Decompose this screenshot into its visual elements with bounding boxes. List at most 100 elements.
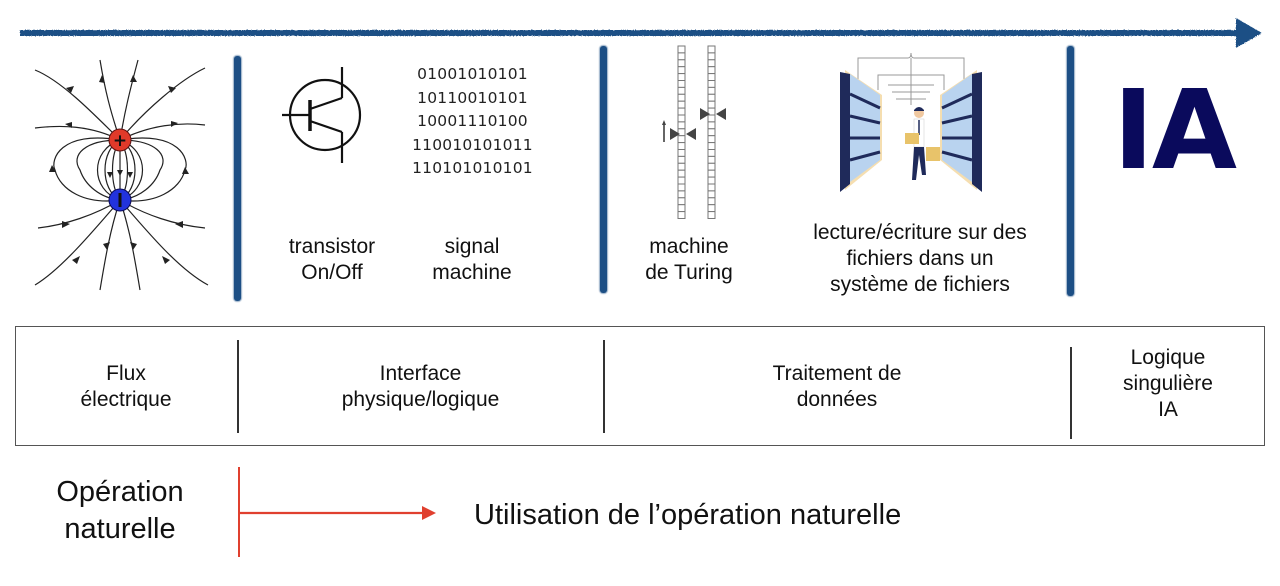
tape-cell <box>677 114 686 123</box>
cell-line: Interface <box>379 362 462 385</box>
timeline-arrow <box>20 18 1262 48</box>
tape-cell <box>707 121 716 130</box>
tape-cell <box>677 86 686 95</box>
binary-line: 110101010101 <box>412 159 533 177</box>
caption-turing: machine de Turing <box>624 234 754 286</box>
tape-cell <box>677 197 686 206</box>
transistor-symbol-icon <box>282 67 362 163</box>
tape-cell <box>677 121 686 130</box>
category-table <box>15 326 1265 446</box>
tape-cell <box>707 169 716 178</box>
usage-arrowhead <box>422 506 436 520</box>
table-divider <box>603 340 605 433</box>
tape-cell <box>677 149 686 157</box>
table-cell-traitement: Traitement de données <box>604 361 1070 413</box>
tape-cell <box>677 211 686 220</box>
tape-cell <box>707 45 716 54</box>
tape-cell <box>677 93 686 102</box>
tape-cell <box>707 59 716 68</box>
tape-cell <box>677 142 686 150</box>
cell-line: physique/logique <box>341 388 500 411</box>
tape-cell <box>707 155 716 164</box>
cell-line: Logique <box>1130 346 1206 369</box>
stage-separator <box>1067 46 1074 296</box>
tape-cell <box>707 162 716 171</box>
usage-label: Utilisation de l’opération naturelle <box>474 499 902 531</box>
caption-line: On/Off <box>301 261 363 284</box>
ia-logo: IA <box>1113 66 1237 194</box>
timeline-arrowhead <box>1236 18 1262 48</box>
binary-line: 110010101011 <box>412 135 533 154</box>
cell-line: données <box>796 388 878 411</box>
tape-cell <box>707 190 716 199</box>
caption-line: machine <box>649 235 729 258</box>
table-cell-interface: Interface physique/logique <box>238 361 603 413</box>
tape-cell <box>677 80 686 88</box>
tape-cell <box>707 149 716 157</box>
caption-signal-machine: signal machine <box>402 234 542 286</box>
turing-machine-tapes-icon <box>662 45 726 220</box>
label-line: Opération <box>56 476 184 508</box>
tape-cell <box>707 183 716 192</box>
tape-cell <box>677 66 686 75</box>
tape-cell <box>707 52 716 61</box>
table-cell-ia: Logique singulière IA <box>1071 345 1265 423</box>
binary-line: 10001110100 <box>417 112 528 130</box>
electric-dipole-field-icon: + <box>34 59 209 291</box>
label-line: naturelle <box>64 513 176 545</box>
tape-cell <box>707 176 716 185</box>
tape-cell <box>707 100 716 109</box>
tape-cell <box>677 190 686 199</box>
caption-file-system: lecture/écriture sur des fichiers dans u… <box>760 220 1080 298</box>
tape-cell <box>677 155 686 164</box>
caption-line: signal <box>444 235 500 258</box>
caption-line: lecture/écriture sur des <box>813 221 1027 244</box>
binary-line: 10110010101 <box>417 88 528 107</box>
natural-operation-label: Opération naturelle <box>30 474 210 548</box>
tape-cell <box>707 128 716 137</box>
tape-cell <box>707 114 716 123</box>
tape-cell <box>707 93 716 102</box>
stage-separator <box>234 56 241 301</box>
tape-cell <box>677 45 686 54</box>
binary-line: 01001010101 <box>417 65 528 83</box>
table-divider <box>1070 347 1072 439</box>
tape-cell <box>707 142 716 150</box>
positive-charge <box>108 128 132 152</box>
cell-line: singulière <box>1123 372 1213 395</box>
tape-cell <box>677 176 686 185</box>
tape-cell <box>677 107 686 116</box>
tape-cell <box>707 135 716 144</box>
tape-cell <box>707 204 716 213</box>
tape-cell <box>677 128 686 137</box>
tape-cell <box>707 80 716 88</box>
cell-line: IA <box>1158 398 1178 421</box>
tape-cell <box>677 59 686 68</box>
cell-line: électrique <box>80 388 172 411</box>
caption-transistor: transistor On/Off <box>262 234 402 286</box>
caption-line: fichiers dans un <box>846 247 994 270</box>
tape-cell <box>677 73 686 82</box>
table-divider <box>237 340 239 433</box>
tape-cell <box>707 66 716 75</box>
file-archive-shelves-icon <box>840 52 982 192</box>
tape-cell <box>677 204 686 213</box>
cell-line: Traitement de <box>772 362 902 385</box>
tape-cell <box>677 169 686 178</box>
tape-cell <box>677 135 686 144</box>
svg-text:+: + <box>113 131 127 151</box>
tape-cell <box>707 197 716 206</box>
usage-arrow <box>238 467 436 557</box>
tape-cell <box>707 86 716 95</box>
tape-cell <box>707 73 716 82</box>
caption-line: de Turing <box>645 261 733 284</box>
table-cell-flux: Flux électrique <box>15 361 237 413</box>
binary-signal-block: 01001010101 10110010101 10001110100 1100… <box>405 63 540 181</box>
tape-cell <box>677 162 686 171</box>
caption-line: système de fichiers <box>830 273 1010 296</box>
caption-line: transistor <box>288 235 376 258</box>
tape-cell <box>707 211 716 220</box>
tape-cell <box>677 100 686 109</box>
tape-cell <box>677 183 686 192</box>
stage-separator <box>600 46 607 293</box>
